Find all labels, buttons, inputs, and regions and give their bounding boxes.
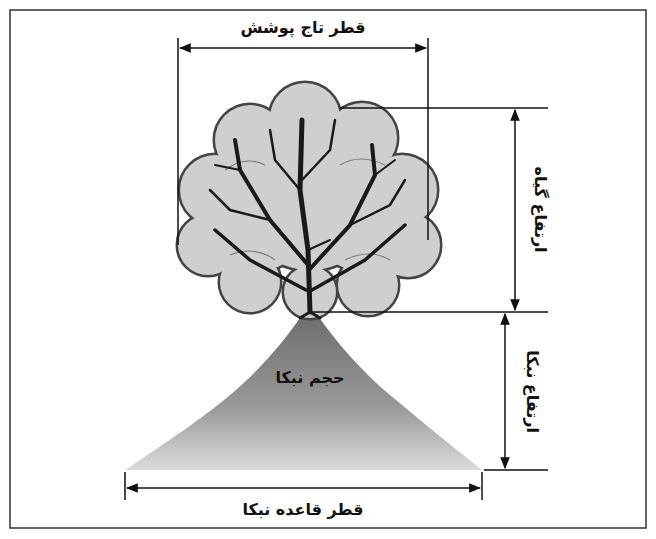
frame	[10, 10, 646, 528]
canopy	[178, 83, 440, 318]
branches	[210, 120, 405, 318]
region-label: حجم نبکا	[272, 368, 347, 387]
dimension-label: قطر قاعده نبکا	[239, 500, 366, 519]
dimension-lines	[125, 38, 548, 500]
dimension-label: ارتفاع گیاه	[530, 164, 549, 256]
dimension-label: ارتفاع نبکا	[522, 348, 541, 437]
canopy-fill	[178, 83, 440, 318]
nebka-mound	[125, 316, 482, 470]
dimension-label: قطر تاج پوشش	[237, 18, 368, 37]
